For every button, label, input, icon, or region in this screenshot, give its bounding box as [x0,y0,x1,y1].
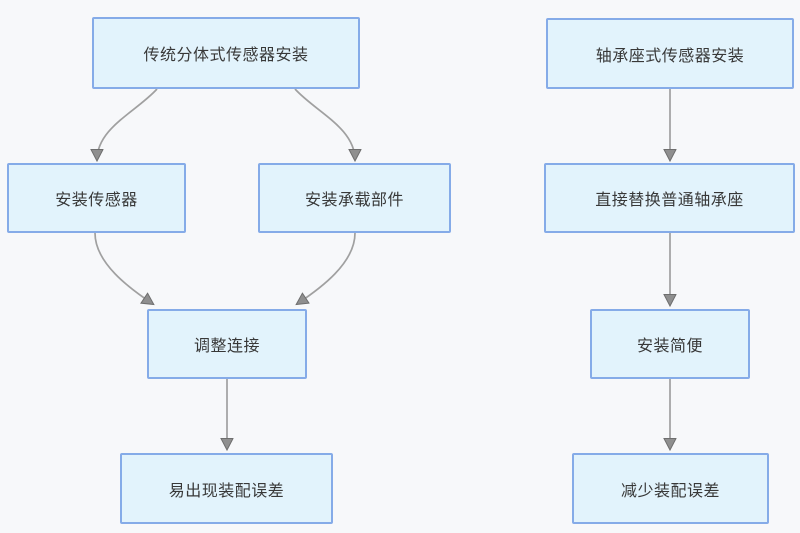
edge-n3-n4 [297,232,356,304]
edge-n1-n3 [294,88,355,160]
edge-n1-n2 [97,88,158,160]
node-bearing-seat-sensor-install: 轴承座式传感器安装 [546,18,794,89]
node-install-load-bearing-parts: 安装承载部件 [258,163,451,233]
edge-n2-n4 [94,232,153,304]
node-prone-to-assembly-error: 易出现装配误差 [120,453,333,524]
node-reduce-assembly-error: 减少装配误差 [572,453,769,524]
node-easy-installation: 安装简便 [590,309,750,379]
node-install-sensor: 安装传感器 [7,163,186,233]
node-traditional-split-sensor-install: 传统分体式传感器安装 [92,17,360,89]
node-adjust-connection: 调整连接 [147,309,307,379]
node-replace-ordinary-bearing-seat: 直接替换普通轴承座 [544,163,795,233]
